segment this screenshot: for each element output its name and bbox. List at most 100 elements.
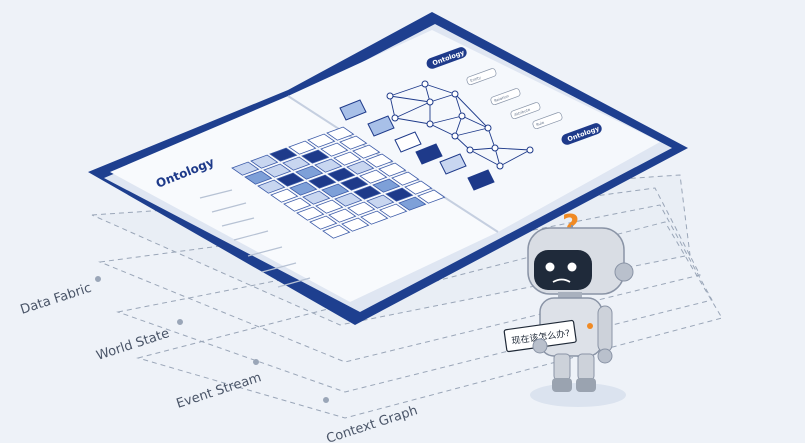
network-edge [499,149,531,167]
matrix-cell [314,158,343,173]
network-node [421,80,429,88]
robot-eye-right [567,262,577,272]
network-edge [454,93,463,117]
network-node [526,146,534,154]
network-node [466,146,474,154]
left-page-text-lines [199,189,311,288]
network-edge [394,101,431,119]
robot-leg-right [577,353,595,381]
network-edge [469,147,496,151]
matrix-cell [404,180,433,195]
matrix-cell [302,190,331,205]
book-left-page [110,96,498,302]
robot-leg-left [553,353,571,381]
node-tag-2: Attribute [510,102,541,120]
matrix-cell [282,156,311,171]
network-edge [429,123,456,137]
square-1 [339,99,367,121]
layer-plane-event-stream [116,204,713,393]
ontology-network-graph [386,80,534,170]
robot-face-screen [534,250,592,290]
network-edge [487,127,496,149]
matrix-cell [231,161,260,176]
matrix-cell [308,174,337,189]
network-edge [389,95,396,119]
layer-label-data-fabric: Data Fabric [19,281,94,318]
layer-dot-data-fabric [95,276,101,282]
network-edge [469,149,501,167]
layer-label-event-stream: Event Stream [175,370,264,412]
matrix-cell [295,165,324,180]
square-4 [415,143,443,165]
layer-dot-event-stream [253,359,259,365]
layer-dot-context-graph [323,397,329,403]
matrix-cell [398,196,427,211]
matrix-cell [270,188,299,203]
matrix-cell [372,178,401,193]
square-6 [467,169,495,191]
matrix-cell [353,185,382,200]
matrix-cell [333,151,362,166]
robot-mouth [552,278,571,283]
svg-text:Relation: Relation [493,93,510,103]
matrix-cell [340,176,369,191]
matrix-cell [366,194,395,209]
matrix-cell [365,153,394,168]
network-edge [461,115,489,129]
network-node [386,92,394,100]
matrix-cell [327,167,356,182]
matrix-cell [417,189,446,204]
matrix-cell [288,140,317,155]
network-edge [454,93,489,129]
network-edge [389,83,426,97]
matrix-cell [315,199,344,214]
network-node [451,90,459,98]
layer-leaders [95,276,329,403]
matrix-cell [360,210,389,225]
svg-text:Attribute: Attribute [513,107,531,118]
matrix-cell [328,208,357,223]
matrix-cell [341,217,370,232]
matrix-cell [321,183,350,198]
matrix-cell [385,187,414,202]
network-edge [454,115,463,137]
matrix-cell [250,154,279,169]
robot-eye-left [545,262,555,272]
matrix-cell [326,126,355,141]
matrix-cell [309,215,338,230]
matrix-cell [301,149,330,164]
network-edge [429,115,463,125]
network-node [458,112,466,120]
layer-label-context-graph: Context Graph [325,403,420,443]
node-tag-3: Rule [532,112,563,130]
matrix-cell [269,147,298,162]
svg-text:Rule: Rule [535,119,545,127]
network-edge [389,95,431,103]
right-page-squares [339,99,495,191]
ontology-matrix [231,126,446,239]
matrix-cell [359,169,388,184]
matrix-cell [307,133,336,148]
square-3 [394,131,422,153]
network-node [484,124,492,132]
svg-text:Entity: Entity [469,74,482,83]
matrix-cell [320,142,349,157]
network-edge [454,127,489,137]
network-node [391,114,399,122]
network-edge [494,147,531,151]
network-edge [394,117,431,125]
layer-label-world-state: World State [95,326,172,364]
robot-sign: 现在该怎么办? [503,319,577,353]
network-edge [429,93,456,103]
matrix-cell [339,135,368,150]
matrix-cell [334,192,363,207]
matrix-cell [322,224,351,239]
matrix-cell [289,181,318,196]
matrix-cell [296,206,325,221]
matrix-cell [244,170,273,185]
matrix-cell [276,172,305,187]
matrix-cell [347,201,376,216]
matrix-cell [283,197,312,212]
